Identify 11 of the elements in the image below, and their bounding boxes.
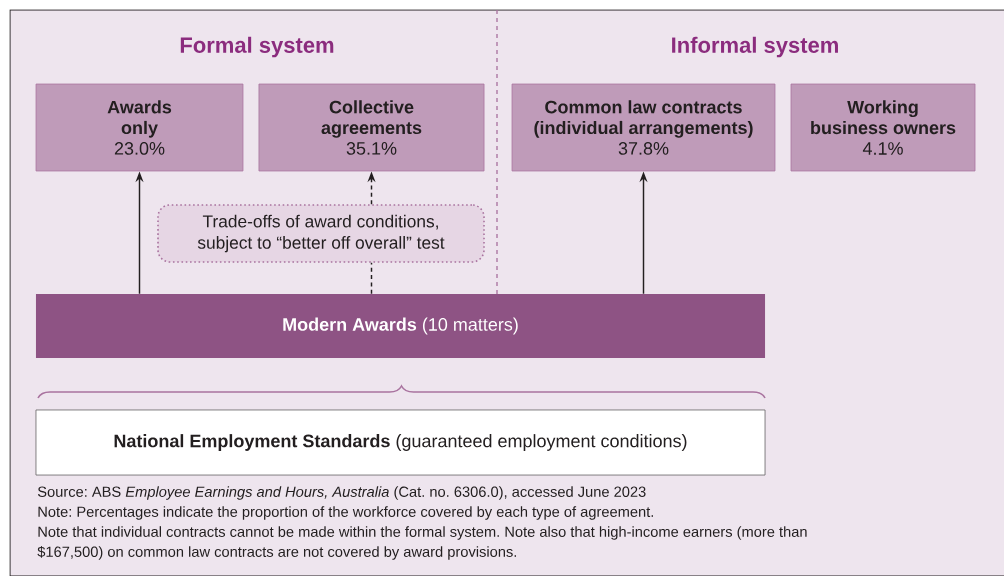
category-box: Collective agreements 35.1% (258, 83, 485, 172)
footnote: Note that individual contracts cannot be made within the formal system. Note also that high-income earners (more than $167,500) on common law contracts are not covered by award provisions. (37, 526, 807, 560)
awards-bar: Modern Awards (10 matters) (35, 294, 766, 358)
note-box: Trade-offs of award conditions, subject to “better off overall” test (157, 204, 485, 263)
footnote: Note: Percentages indicate the proportion of the workforce covered by each type of agreement. (38, 506, 653, 520)
category-box: Common law contracts (individual arrangements) 37.8% (511, 83, 776, 172)
standards-box: National Employment Standards (guaranteed employment conditions) (35, 409, 766, 476)
section-heading: Informal system (672, 36, 838, 58)
category-box: Awards only 23.0% (35, 83, 244, 172)
section-heading: Formal system (180, 36, 334, 58)
category-box: Working business owners 4.1% (790, 83, 976, 172)
